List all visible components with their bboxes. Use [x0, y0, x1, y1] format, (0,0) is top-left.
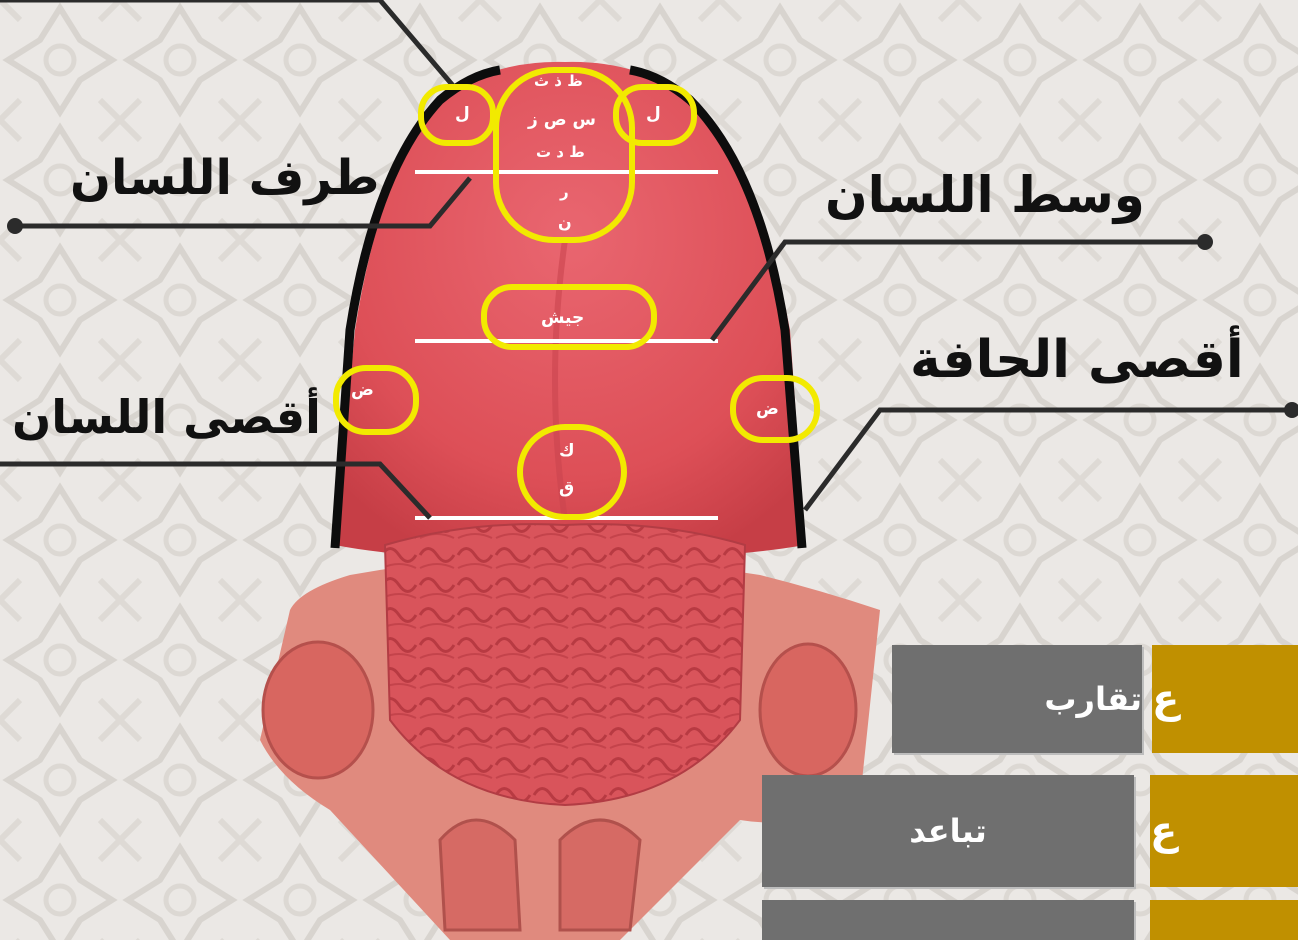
- label-back: أقصى اللسان: [12, 390, 321, 444]
- label-middle: وسط اللسان: [825, 166, 1145, 224]
- letter-lam-left: ل: [455, 104, 470, 124]
- label-edge: أقصى الحافة: [910, 330, 1244, 390]
- gold-box-2: ع: [1150, 775, 1298, 887]
- leader-middle-dot: [1197, 234, 1213, 250]
- tip-letters-2: س ص ز: [528, 110, 596, 130]
- box-third: [762, 900, 1134, 940]
- letter-lam-right: ل: [646, 104, 661, 124]
- letter-dad-right: ض: [756, 399, 779, 419]
- right-tonsil: [760, 644, 856, 776]
- gold-box-1: ع: [1152, 645, 1298, 753]
- tip-letters-1: ظ ذ ث: [534, 72, 583, 90]
- left-tonsil: [263, 642, 373, 778]
- box-distance: تباعد: [762, 775, 1134, 887]
- tip-letters-4: ر: [560, 183, 569, 201]
- label-tip: طرف اللسان: [70, 150, 379, 206]
- letter-middle: جيش: [541, 308, 584, 328]
- back-letter-2: ق: [559, 478, 574, 498]
- epiglottis-right: [560, 820, 640, 930]
- epiglottis: [440, 820, 520, 930]
- tip-letters-5: ن: [558, 213, 572, 232]
- leader-tip-dot: [7, 218, 23, 234]
- box-approach: تقارب: [892, 645, 1142, 753]
- gold-box-3: [1150, 900, 1298, 940]
- back-letter-1: ك: [559, 441, 575, 461]
- letter-dad-left: ض: [351, 380, 374, 400]
- tongue-root: [385, 524, 745, 805]
- tip-letters-3: ط د ت: [536, 143, 585, 161]
